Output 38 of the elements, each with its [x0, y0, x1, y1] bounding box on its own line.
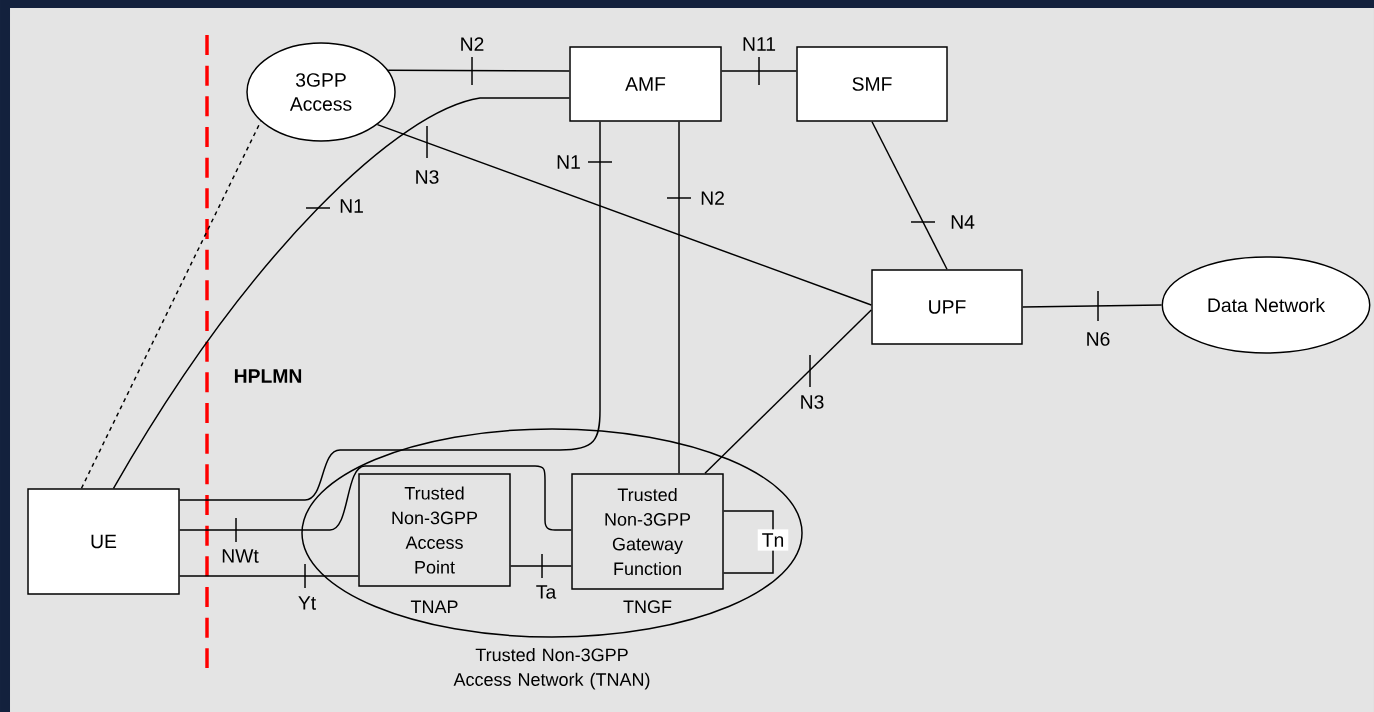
function-box: SMF [796, 46, 948, 122]
node-caption: TNGF [623, 600, 672, 614]
interface-line [179, 465, 572, 531]
node-caption: Trusted Non-3GPP Access Network (TNAN) [453, 648, 650, 690]
interface-line [112, 97, 570, 489]
function-box: Trusted Non-3GPP Access Point [358, 473, 511, 587]
interface-label: N2 [461, 37, 484, 51]
interface-label: N1 [340, 199, 363, 213]
interface-line [510, 565, 572, 567]
ellipse-node: 3GPP Access [246, 42, 396, 142]
interface-label: N4 [951, 215, 975, 229]
interface-label: N3 [801, 395, 824, 409]
interface-line [179, 575, 359, 577]
function-box: UE [27, 488, 180, 595]
interface-label: N1 [557, 155, 580, 169]
interface-line [179, 121, 601, 501]
ellipse-node: Data Network [1161, 256, 1371, 354]
function-box: Trusted Non-3GPP Gateway Function [571, 473, 724, 590]
interface-label: N2 [701, 191, 724, 205]
interface-line [704, 309, 872, 474]
function-box: UPF [871, 269, 1023, 345]
interface-label: Ta [536, 585, 557, 599]
interface-line [387, 69, 570, 72]
interface-line [1022, 304, 1163, 308]
interface-line [871, 121, 948, 270]
interface-label: NWt [222, 549, 259, 563]
interface-line [721, 70, 797, 72]
interface-line [678, 121, 680, 474]
interface-label: Yt [298, 596, 316, 610]
interface-label: N11 [743, 37, 776, 51]
function-box: AMF [569, 46, 722, 122]
interface-line [80, 120, 262, 489]
interface-label: N3 [416, 170, 439, 184]
interface-label: N6 [1087, 332, 1110, 346]
network-label: HPLMN [234, 369, 302, 383]
interface-label: Tn [757, 529, 789, 551]
interface-line [376, 123, 872, 306]
node-caption: TNAP [410, 600, 458, 613]
